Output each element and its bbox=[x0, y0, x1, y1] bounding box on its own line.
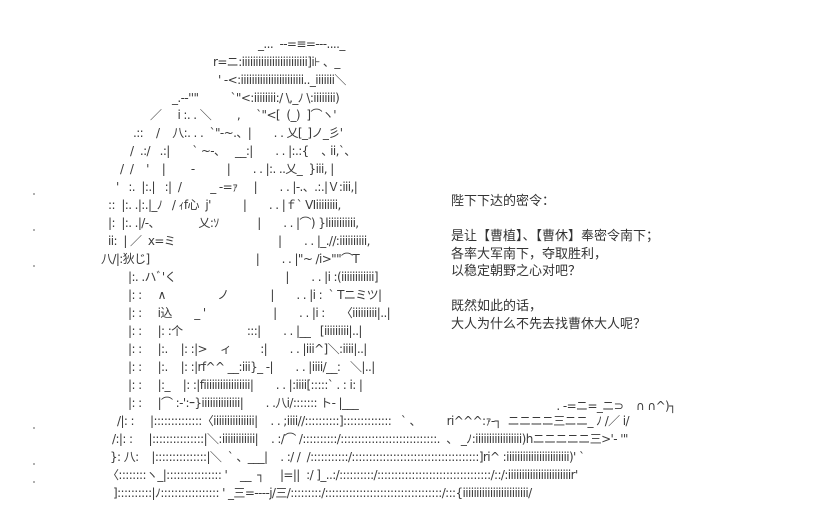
edge-dot bbox=[33, 265, 35, 267]
ascii-art-line: . ‐=ニ=_ニ⊃ ∩ ∩^)┐ bbox=[550, 399, 676, 413]
ascii-art-line: .:: / 八:. . . `"‐~.、| . . 乂[_]ノ_彡' bbox=[133, 126, 343, 140]
edge-dot bbox=[33, 427, 35, 429]
ascii-art-line: _.-‐''" `"<:iiiiiiii:/ \,_ﾉ \:iiiiiiii) bbox=[172, 91, 340, 105]
dialogue-line: 陛下下达的密令： bbox=[451, 194, 556, 209]
ascii-art-line: |: : i込 _ ' | . . |i : 〈iiiiiiiii|..| bbox=[128, 306, 391, 320]
ascii-art-line: |: : |:. |: :|rf^^ __:iii}_ ‐| . . |iiii… bbox=[128, 360, 375, 374]
ascii-art-line: :: |:. .|:.|_ﾉ / ｨf心 j' | . . |ｆ` Ⅵiiiii… bbox=[108, 198, 341, 212]
ascii-art-line: |: : ∧ ノ | . . |i : ` Tニミツ| bbox=[128, 288, 382, 302]
ascii-art-line: / .:/ .:| ` ~‐、 __:| . . |:.:{ ､ ii,`、 bbox=[130, 144, 356, 158]
ascii-art-line: 〈::::::::ヽ_|:::::::::::::::: ' __ ┐ |=||… bbox=[107, 468, 578, 482]
edge-dot bbox=[33, 229, 35, 231]
dialogue-text: 陛下下达的密令： 是让【曹植】、【曹休】奉密令南下； 各率大军南下，夺取胜利， … bbox=[451, 193, 659, 333]
ascii-art-line: |: : |:_ |: :|fiiiiiiiiiiiiiiiii| . . |:… bbox=[128, 378, 363, 392]
edge-dot bbox=[33, 193, 35, 195]
ascii-art-line: /|: : |::::::::::::::〈iiiiiiiiiiiiiii| .… bbox=[117, 414, 630, 428]
ascii-art-line: ' ‐<:iiiiiiiiiiiiiiiiiiiiiii.._iiiiiii＼ bbox=[218, 73, 346, 87]
dialogue-line: 各率大军南下，夺取胜利， bbox=[451, 246, 608, 262]
dialogue-line bbox=[451, 281, 659, 299]
dialogue-line: 是让【曹植】、【曹休】奉密令南下； bbox=[451, 229, 660, 244]
edge-dot bbox=[33, 481, 35, 483]
ascii-art-line: ／ i :. . ＼ , `"<[ (_) ]⌒ヽ' bbox=[150, 108, 337, 122]
ascii-art-line: |: : |: :个 :::| . . |__ [iiiiiiiii|..| bbox=[128, 324, 362, 338]
dialogue-line bbox=[451, 211, 659, 229]
dialogue-line: 大人为什么不先去找曹休大人呢？ bbox=[451, 316, 647, 332]
ascii-art-line: ]::::::::::|ﾉ::::::::::::::::: ' _三=‐‐‐‐… bbox=[113, 486, 532, 500]
ascii-art-line: |: : |⌒ :‐':ｰ}iiiiiiiiiiiiii| . .八i/::::… bbox=[128, 396, 359, 410]
ascii-art-line: 八/|:狄じ] | . . |"~ /i>""⌒T bbox=[101, 252, 360, 266]
ascii-art-line: /:|: : |:::::::::::::::|＼:iiiiiiiiiiii| … bbox=[112, 432, 628, 446]
ascii-art-line: _... -‐=≡=-‐-...._ bbox=[258, 37, 345, 51]
ascii-art-line: |: : |:. |: :|> ィ :| . . |iii^]＼:iiii|..… bbox=[128, 342, 367, 356]
dialogue-line: 既然如此的话， bbox=[451, 299, 543, 314]
edge-dot bbox=[33, 463, 35, 465]
ascii-art-line: |:. .ハﾞ'く | . . |i :(iiiiiiiiiiii] bbox=[128, 270, 379, 284]
ascii-art-line: ii: | ／ x=ミ | . . |_.//:iiiiiiiiii, bbox=[108, 234, 370, 248]
ascii-art-line: ' :. |:.| :| / _ -=ｧ | . . |‐.、.:.|Ｖ:iii… bbox=[116, 180, 358, 194]
ascii-art-line: |: |:. .|/‐、 乂:ｿ | . . |⌒) }liiiiiiiiii, bbox=[108, 216, 359, 230]
ascii-art-line: / / ' | ‐ | . . |:. ..乂_ }iii, | bbox=[120, 162, 334, 176]
dialogue-line: 以稳定朝野之心对吧？ bbox=[451, 264, 582, 279]
ascii-art-line: }: 八: |:::::::::::::::|＼ ` 、___| . :/ / … bbox=[110, 450, 585, 464]
ascii-art-line: r=ニ:iiiiiiiiiiiiiiiiiiiiiiii]i⊦ 、_ bbox=[213, 55, 340, 69]
